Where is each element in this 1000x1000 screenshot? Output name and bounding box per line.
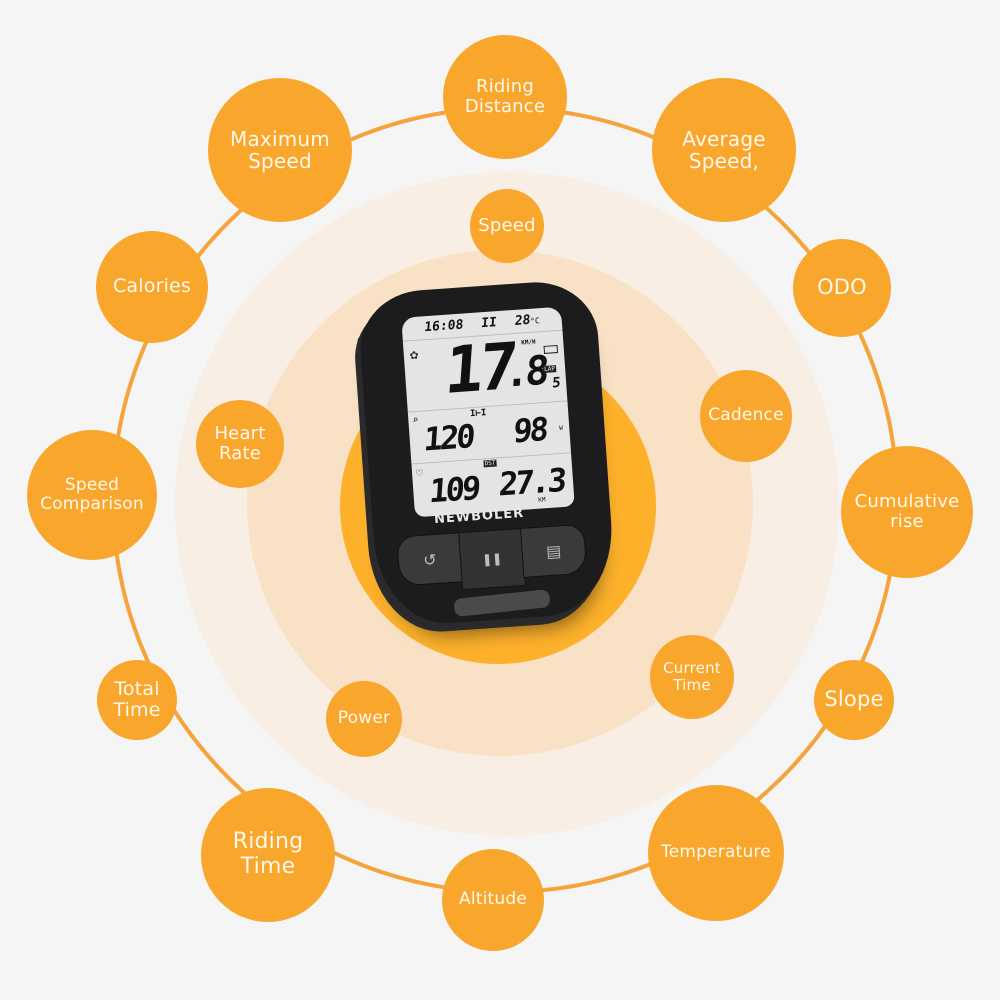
feature-label: Power <box>337 708 391 729</box>
distance-label: DST <box>483 459 497 468</box>
temperature-unit: °C <box>529 316 541 326</box>
power-readout: 98 <box>512 409 548 451</box>
feature-label: Cumulative <box>854 490 960 512</box>
feature-bubble-slope[interactable]: Slope <box>814 660 894 740</box>
feature-label: Time <box>113 699 161 721</box>
speed-decimal-readout: .8 <box>503 347 548 397</box>
feature-label: Speed <box>64 474 120 495</box>
feature-label: Riding <box>476 75 534 97</box>
feature-label: Riding <box>232 829 304 855</box>
feature-bubble-power[interactable]: Power <box>326 681 402 757</box>
feature-label: Temperature <box>661 842 771 863</box>
temperature-readout: 28 <box>513 312 531 329</box>
battery-icon <box>543 344 559 354</box>
pause-icon: ❚❚ <box>481 551 503 567</box>
heart-rate-readout: 109 <box>428 468 480 511</box>
lap-number: 5 <box>551 374 562 392</box>
feature-label: Current <box>663 659 721 678</box>
feature-bubble-cadence[interactable]: Cadence <box>700 370 792 462</box>
feature-label: Speed, <box>688 149 760 173</box>
start-pause-button[interactable]: ❚❚ <box>458 527 527 591</box>
menu-button[interactable]: ▤ <box>519 523 588 578</box>
feature-bubble-speed[interactable]: Speed <box>470 189 544 263</box>
speed-unit: KM/H <box>521 338 536 347</box>
lcd-screen: 16:08 II 28°C ✿ 17 .8 KM/H LAP 5 ⌕ I⊢I 1… <box>401 306 575 518</box>
feature-bubble-odo[interactable]: ODO <box>793 239 891 337</box>
feature-label: Time <box>240 854 296 879</box>
cadence-icon: ⌕ <box>412 414 419 427</box>
feature-bubble-altitude[interactable]: Altitude <box>442 849 544 951</box>
feature-label: Rate <box>218 443 262 464</box>
feature-label: Distance <box>464 96 546 117</box>
lap-reset-button[interactable]: ↺ <box>396 532 464 587</box>
feature-bubble-calories[interactable]: Calories <box>96 231 208 343</box>
feature-label: Cadence <box>708 405 784 426</box>
feature-label: Speed <box>248 149 312 173</box>
bike-wheel-icon: ✿ <box>409 346 419 364</box>
menu-icon: ▤ <box>545 540 562 561</box>
feature-label: ODO <box>817 275 867 300</box>
reset-icon: ↺ <box>422 549 438 570</box>
feature-bubble-temperature[interactable]: Temperature <box>648 785 784 921</box>
feature-label: Average <box>682 126 766 151</box>
distance-readout: 27.3 <box>497 460 566 504</box>
heart-icon: ♡ <box>415 466 424 481</box>
feature-label: Calories <box>112 275 192 298</box>
feature-label: Altitude <box>458 889 528 910</box>
lap-label: LAP <box>542 365 557 374</box>
distance-unit: KM <box>538 496 546 504</box>
bike-computer: 16:08 II 28°C ✿ 17 .8 KM/H LAP 5 ⌕ I⊢I 1… <box>356 278 618 628</box>
feature-label: rise <box>890 511 924 532</box>
feature-label: Time <box>673 676 711 694</box>
feature-label: Comparison <box>40 494 144 514</box>
power-unit: W <box>559 424 564 433</box>
feature-label: Speed <box>478 214 536 236</box>
feature-label: Total <box>114 677 160 700</box>
feature-label: Maximum <box>230 126 330 151</box>
cadence-readout: 120 <box>422 417 474 459</box>
feature-label: Heart <box>214 422 266 444</box>
feature-label: Slope <box>824 687 884 712</box>
